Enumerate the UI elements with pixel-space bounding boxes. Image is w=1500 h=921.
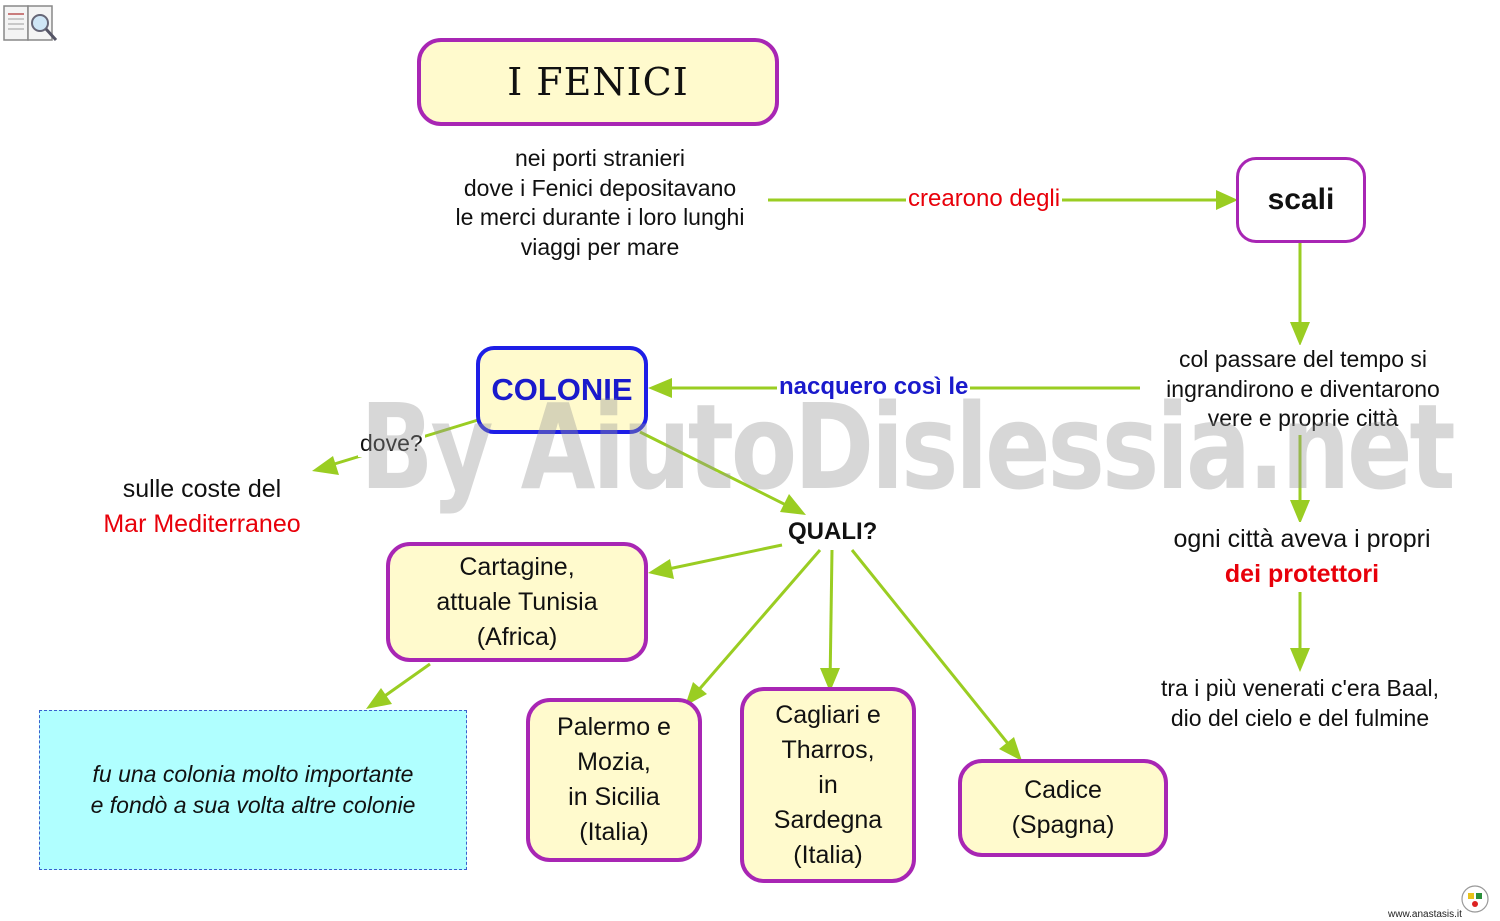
super-mappe-logo-icon: [1461, 885, 1489, 913]
book-logo-icon: [3, 5, 58, 42]
text-line: col passare del tempo si: [1178, 346, 1427, 372]
title-box: I FENICI: [417, 38, 779, 126]
protettori-label: dei protettori: [1224, 560, 1380, 588]
grew-text: col passare del tempo si ingrandirono e …: [1140, 345, 1466, 434]
text-line: (Italia): [793, 840, 863, 869]
cartagine-note-box: fu una colonia molto importante e fondò …: [39, 710, 467, 870]
arrowhead: [820, 668, 840, 692]
text-line: tra i più venerati c'era Baal,: [1161, 675, 1439, 701]
text-line: in Sicilia: [568, 783, 660, 811]
colonie-box: COLONIE: [476, 346, 648, 434]
arrow-colonie-to-quali: [639, 430, 801, 514]
text-line: Tharros,: [781, 735, 875, 764]
text-line: viaggi per mare: [520, 233, 680, 260]
scali-box: scali: [1236, 157, 1366, 243]
arrowhead: [648, 378, 672, 398]
cadice-box: Cadice (Spagna): [958, 759, 1168, 857]
text-line: (Africa): [476, 622, 558, 651]
arrow-quali-to-palermo: [688, 549, 822, 701]
arrowhead: [780, 494, 806, 515]
arrowhead: [312, 456, 339, 475]
arrowhead: [1290, 322, 1310, 346]
arrowhead: [685, 682, 707, 706]
arrowhead: [648, 559, 674, 579]
text-line: Palermo e: [557, 713, 671, 741]
text-line: Cadice: [1024, 776, 1102, 804]
arrow-quali-to-cartagine: [653, 543, 783, 574]
text-line: in: [818, 770, 838, 799]
text-line: sulle coste del: [122, 475, 282, 503]
arrowhead: [366, 688, 392, 709]
page-title: I FENICI: [507, 60, 689, 104]
text-line: le merci durante i loro lunghi: [455, 204, 745, 230]
coste-text: sulle coste del Mar Mediterraneo: [80, 472, 324, 542]
arrowhead: [1290, 648, 1310, 672]
ports-text: nei porti stranieri dove i Fenici deposi…: [420, 144, 780, 262]
arrowhead: [1290, 500, 1310, 524]
text-line: fu una colonia molto importante: [92, 761, 414, 787]
text-line: (Italia): [579, 818, 649, 846]
text-line: Cartagine,: [459, 552, 575, 581]
citta-text: ogni città aveva i propri dei protettori: [1130, 522, 1474, 592]
link-label-dove: dove?: [358, 430, 425, 457]
text-line: attuale Tunisia: [436, 587, 598, 616]
palermo-box: Palermo e Mozia, in Sicilia (Italia): [526, 698, 702, 862]
colonie-label: COLONIE: [491, 372, 633, 407]
text-line: Mozia,: [577, 748, 651, 776]
text-line: ogni città aveva i propri: [1173, 525, 1431, 553]
text-line: dove i Fenici depositavano: [463, 174, 737, 201]
cartagine-box: Cartagine, attuale Tunisia (Africa): [386, 542, 648, 662]
arrow-quali-to-cagliari: [828, 549, 834, 687]
link-label-crearono: crearono degli: [906, 185, 1063, 213]
arrow-quali-to-cadice: [850, 549, 1020, 757]
text-line: nei porti stranieri: [514, 145, 686, 171]
text-line: ingrandirono e diventarono: [1166, 375, 1440, 402]
text-line: e fondò a sua volta altre colonie: [90, 792, 416, 818]
arrowhead: [999, 737, 1022, 761]
text-line: Cagliari e: [775, 700, 881, 729]
link-label-quali: QUALI?: [786, 518, 880, 546]
text-line: (Spagna): [1011, 811, 1115, 839]
text-line: Sardegna: [773, 805, 883, 834]
arrowhead: [1216, 190, 1238, 210]
text-line: vere e proprie città: [1207, 405, 1399, 431]
link-label-nacquero: nacquero così le: [777, 373, 971, 401]
cagliari-box: Cagliari e Tharros, in Sardegna (Italia): [740, 687, 916, 883]
mediterraneo-label: Mar Mediterraneo: [103, 510, 301, 538]
text-line: dio del cielo e del fulmine: [1170, 704, 1430, 731]
baal-text: tra i più venerati c'era Baal, dio del c…: [1130, 674, 1470, 733]
scali-label: scali: [1267, 183, 1335, 216]
footer-url: www.anastasis.it: [1388, 909, 1462, 920]
